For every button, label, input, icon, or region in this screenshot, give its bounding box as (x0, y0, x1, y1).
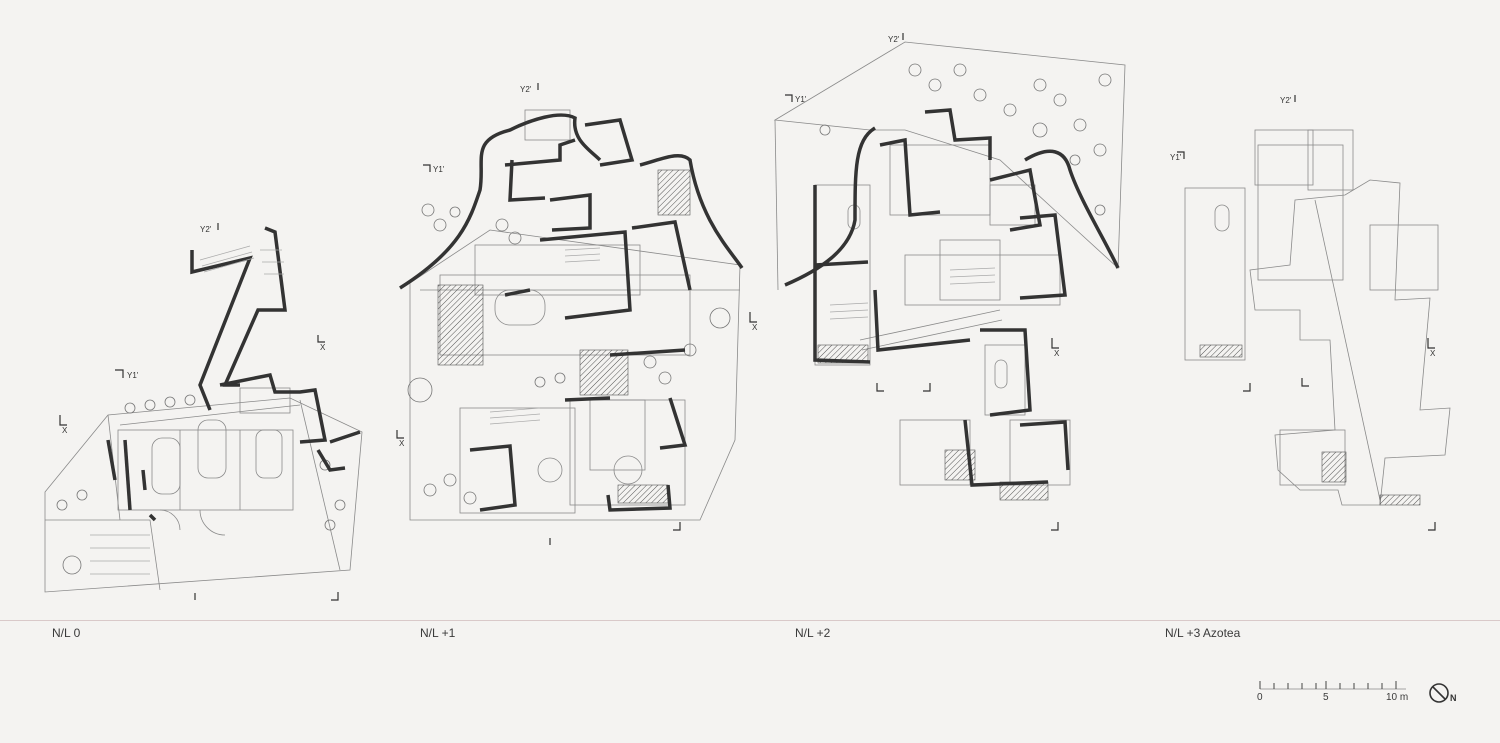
section-label-y1-l0: Y1' (127, 371, 139, 380)
level-label-1: N/L +1 (420, 626, 456, 640)
plan-level-2-walls (784, 108, 1120, 487)
plan-level-0 (44, 387, 363, 593)
plan-level-1-hatch (437, 169, 691, 504)
section-label-x2-l0: X (320, 343, 326, 352)
plan-level-2 (773, 41, 1126, 486)
level-label-2: N/L +2 (795, 626, 831, 640)
section-labels: Y2' Y1' X X Y2' Y1' X X Y2' Y1' X Y2' Y1… (62, 35, 1436, 448)
plan-level-3-hatch (1199, 344, 1421, 506)
section-label-y1-l2: Y1' (795, 95, 807, 104)
section-label-y2-l2: Y2' (888, 35, 900, 44)
north-label: N (1450, 693, 1457, 703)
section-markers (59, 33, 1436, 601)
section-label-x2-l1: X (399, 439, 405, 448)
section-label-y2-l1: Y2' (520, 85, 532, 94)
section-label-y2-l0: Y2' (200, 225, 212, 234)
plan-level-2-hatch (817, 344, 1049, 501)
stair-level-1 (489, 247, 601, 425)
sheet-divider (0, 620, 1500, 621)
stair-level-2 (829, 267, 996, 320)
section-label-x-l2: X (1054, 349, 1060, 358)
section-label-x-l0: X (62, 426, 68, 435)
north-arrow-icon: N (1429, 683, 1457, 703)
scale-tick-0: 0 (1257, 692, 1263, 703)
section-label-x-l1: X (752, 323, 758, 332)
section-label-x-l3: X (1430, 349, 1436, 358)
scale-bar (1259, 681, 1406, 690)
scale-tick-5: 5 (1323, 692, 1329, 703)
scale-tick-10: 10 m (1386, 692, 1409, 703)
section-label-y2-l3: Y2' (1280, 96, 1292, 105)
plan-level-3 (1184, 129, 1451, 506)
section-label-y1-l1: Y1' (433, 165, 445, 174)
level-label-3: N/L +3 Azotea (1165, 626, 1241, 640)
plan-level-0-walls (106, 226, 361, 522)
level-label-0: N/L 0 (52, 626, 81, 640)
section-label-y1-l3: Y1' (1170, 153, 1182, 162)
plan-level-1-walls (399, 113, 744, 512)
stair-level-0 (199, 245, 284, 275)
